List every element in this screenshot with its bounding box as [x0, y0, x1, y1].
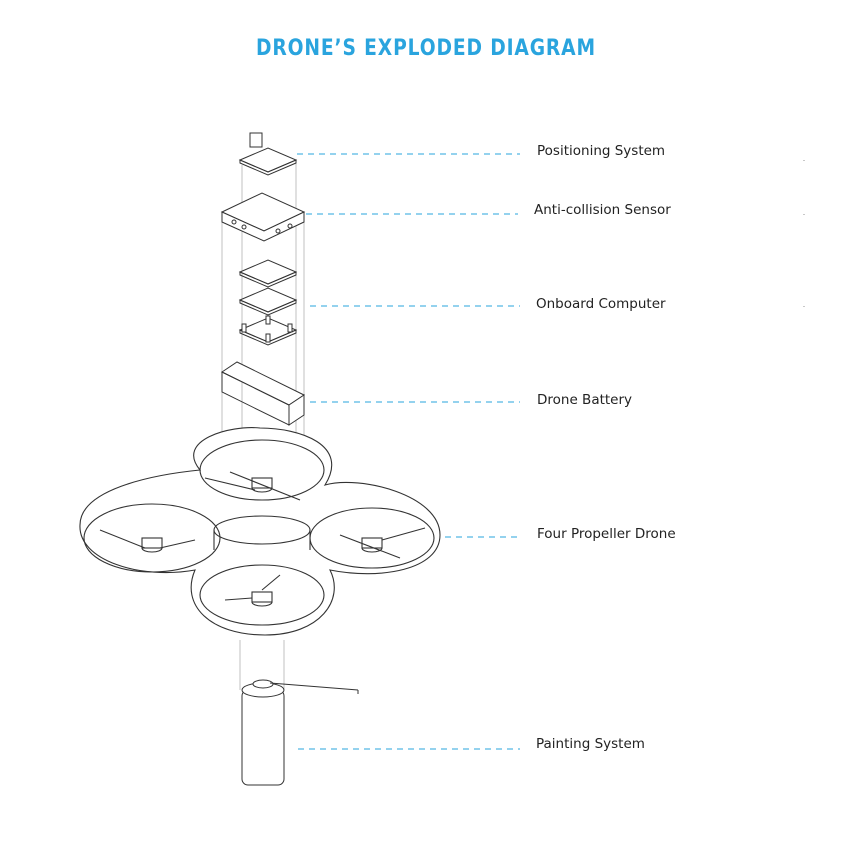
label-anti-collision-sensor: Anti-collision Sensor [534, 202, 671, 218]
label-positioning-system: Positioning System [537, 143, 666, 159]
label-four-propeller-drone: Four Propeller Drone [537, 526, 676, 542]
positioning-system-part [238, 132, 298, 176]
edge-mark [803, 306, 805, 307]
onboard-computer-part [238, 259, 298, 346]
drone-battery-part [221, 361, 305, 426]
diagram-title: DRONE’S EXPLODED DIAGRAM [256, 36, 596, 61]
propeller-top [204, 471, 301, 501]
anti-collision-sensor-part [220, 192, 306, 242]
label-drone-battery: Drone Battery [537, 392, 633, 408]
painting-system-part [241, 679, 359, 786]
propeller-right [339, 527, 426, 559]
propeller-left [99, 529, 196, 553]
edge-mark [803, 214, 805, 215]
leader-lines [297, 153, 520, 750]
label-painting-system: Painting System [536, 736, 645, 752]
edge-mark [803, 160, 805, 161]
four-propeller-drone-part [79, 427, 441, 636]
label-onboard-computer: Onboard Computer [536, 296, 666, 312]
propeller-bottom [224, 574, 281, 607]
